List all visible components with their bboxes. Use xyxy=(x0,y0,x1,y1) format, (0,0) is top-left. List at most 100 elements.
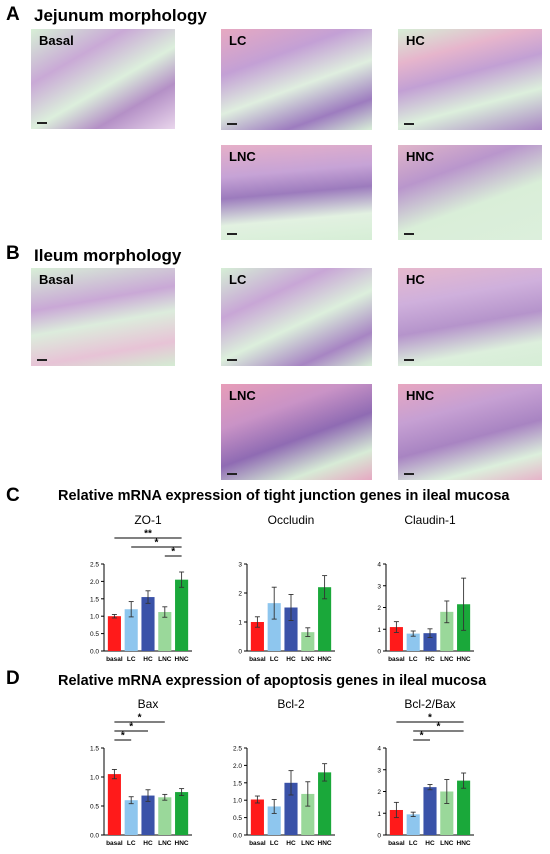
micrograph-jejunum-hnc: HNC xyxy=(398,145,542,240)
jejunum-title: Jejunum morphology xyxy=(34,6,207,25)
bar-hnc xyxy=(175,792,189,835)
micrograph-label: HNC xyxy=(406,149,435,164)
x-tick-label: HNC xyxy=(457,840,471,847)
micrograph-jejunum-hc: HC xyxy=(398,29,542,130)
x-tick-label: HC xyxy=(143,840,153,847)
x-tick-label: LC xyxy=(270,656,279,663)
significance-marker: * xyxy=(129,722,133,733)
micrograph-label: LC xyxy=(229,33,247,48)
chart-title: Bcl-2 xyxy=(277,697,305,711)
micrograph-ileum-lnc: LNC xyxy=(221,384,372,480)
y-tick-label: 3 xyxy=(238,562,242,569)
x-tick-label: LC xyxy=(409,656,418,663)
x-tick-label: HNC xyxy=(457,656,471,663)
y-tick-label: 0 xyxy=(238,649,242,656)
y-tick-label: 3 xyxy=(377,767,381,774)
bar-lc xyxy=(267,806,281,835)
bar-lnc xyxy=(301,632,315,651)
y-tick-label: 1.5 xyxy=(90,746,99,753)
significance-marker: * xyxy=(121,731,125,742)
bar-lc xyxy=(267,603,281,651)
y-tick-label: 0.0 xyxy=(90,649,99,656)
bar-hnc xyxy=(318,772,332,835)
y-tick-label: 0.5 xyxy=(90,631,99,638)
x-tick-label: HC xyxy=(425,840,435,847)
apoptosis-title: Relative mRNA expression of apoptosis ge… xyxy=(58,673,487,689)
micrograph-jejunum-basal: Basal xyxy=(31,29,175,129)
bar-hnc xyxy=(318,587,332,651)
scale-bar xyxy=(37,359,47,361)
significance-marker: * xyxy=(138,713,142,724)
bar-hnc xyxy=(175,579,189,651)
y-tick-label: 0.0 xyxy=(90,833,99,840)
x-tick-label: HNC xyxy=(175,656,189,663)
y-tick-label: 3 xyxy=(377,583,381,590)
x-tick-label: LC xyxy=(127,656,136,663)
bar-basal xyxy=(250,622,264,651)
bar-basal xyxy=(389,627,403,651)
bar-lnc xyxy=(158,612,172,651)
significance-marker: * xyxy=(154,538,158,549)
y-tick-label: 0.5 xyxy=(90,804,99,811)
y-tick-label: 1 xyxy=(238,620,242,627)
micrograph-jejunum-lnc: LNC xyxy=(221,145,372,240)
bar-basal xyxy=(389,809,403,835)
bar-lnc xyxy=(440,611,454,651)
x-tick-label: basal xyxy=(388,840,405,847)
y-tick-label: 2.0 xyxy=(90,579,99,586)
scale-bar xyxy=(404,473,414,475)
x-tick-label: HNC xyxy=(175,840,189,847)
scale-bar xyxy=(404,233,414,235)
micrograph-ileum-basal: Basal xyxy=(31,268,175,366)
bar-lnc xyxy=(301,793,315,835)
panel-letter-b: B xyxy=(6,243,20,264)
y-tick-label: 1.0 xyxy=(90,614,99,621)
y-tick-label: 1.5 xyxy=(90,596,99,603)
y-tick-label: 4 xyxy=(377,746,381,753)
x-tick-label: HNC xyxy=(318,840,332,847)
micrograph-label: HC xyxy=(406,272,425,287)
x-tick-label: basal xyxy=(249,840,266,847)
y-tick-label: 0 xyxy=(377,649,381,656)
bar-lc xyxy=(124,609,138,651)
chart-title: Bax xyxy=(138,697,159,711)
bar-lc xyxy=(124,800,138,835)
scale-bar xyxy=(227,233,237,235)
x-tick-label: LNC xyxy=(440,840,454,847)
scale-bar xyxy=(227,359,237,361)
y-tick-label: 2.5 xyxy=(233,746,242,753)
y-tick-label: 2 xyxy=(377,605,381,612)
bar-hc xyxy=(284,607,298,651)
scale-bar xyxy=(404,359,414,361)
chart-title: ZO-1 xyxy=(134,513,162,527)
y-tick-label: 4 xyxy=(377,562,381,569)
significance-marker: * xyxy=(171,547,175,558)
y-tick-label: 0.0 xyxy=(233,833,242,840)
y-tick-label: 1 xyxy=(377,627,381,634)
bar-basal xyxy=(107,774,121,835)
y-tick-label: 1.5 xyxy=(233,780,242,787)
micrograph-ileum-lc: LC xyxy=(221,268,372,366)
x-tick-label: LNC xyxy=(440,656,454,663)
chart-title: Bcl-2/Bax xyxy=(404,697,455,711)
bar-lnc xyxy=(158,797,172,835)
micrograph-label: LC xyxy=(229,272,247,287)
chart-title: Occludin xyxy=(268,513,315,527)
micrograph-label: Basal xyxy=(39,272,74,287)
bar-hnc xyxy=(457,780,471,835)
bar-lc xyxy=(406,633,420,651)
y-tick-label: 1 xyxy=(377,811,381,818)
x-tick-label: HNC xyxy=(318,656,332,663)
x-tick-label: HC xyxy=(286,840,296,847)
y-tick-label: 0 xyxy=(377,833,381,840)
x-tick-label: basal xyxy=(106,656,123,663)
bar-lc xyxy=(406,814,420,835)
significance-marker: * xyxy=(428,713,432,724)
micrograph-label: LNC xyxy=(229,149,256,164)
panel-letter-a: A xyxy=(6,4,20,25)
scale-bar xyxy=(37,122,47,124)
